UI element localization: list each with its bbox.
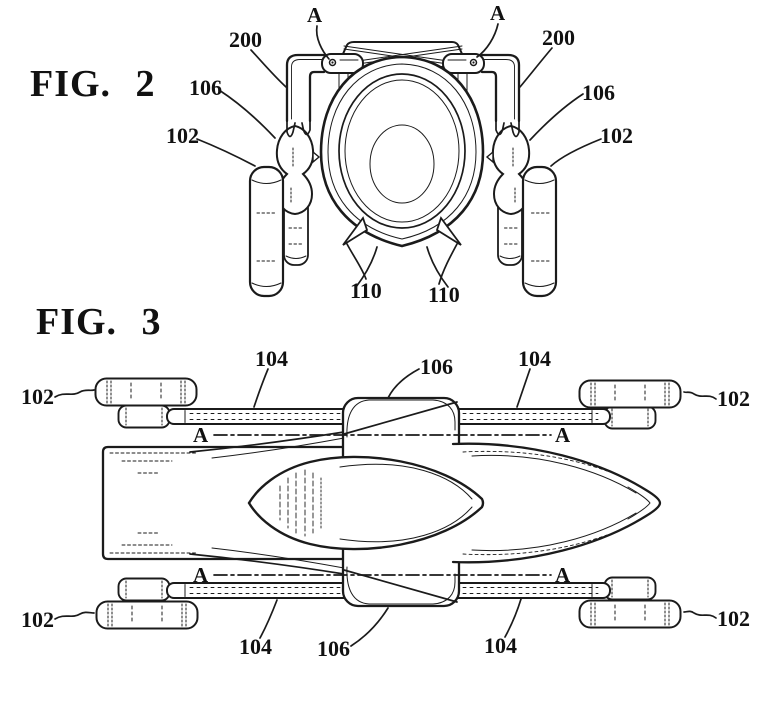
fig3-section-a-bottom-right: A: [555, 563, 571, 587]
fig3-section-a-bottom-left: A: [193, 563, 209, 587]
left-fin: [342, 216, 369, 246]
figure-3: FIG. 3: [21, 301, 750, 661]
leader-a-left: [315, 25, 330, 60]
mount-bottom-flap: [346, 566, 456, 605]
suspension-bracket: [275, 124, 321, 216]
fig3-ref-104-top-right: 104: [518, 346, 551, 371]
gunwale-sweep-bottom: [189, 553, 345, 575]
wheel-bottom-right: [578, 599, 682, 629]
fig3-labels: 102 102 102 102 104 104 104 104 106 106 …: [21, 346, 750, 661]
fig3-ref-106-bottom: 106: [317, 636, 350, 661]
leader-106-right: [529, 93, 584, 141]
leader-104-bottom-right: [504, 598, 522, 638]
hull-cowl-outer: [338, 73, 466, 229]
leader-106-top: [387, 368, 420, 399]
mount-rear-left: [117, 577, 171, 602]
leader-200-left: [250, 49, 287, 88]
fig2-fins: [342, 216, 462, 288]
seat-inner-arcs: [339, 463, 473, 543]
fig2-ref-110-left: 110: [350, 278, 382, 303]
fig2-ref-200-right: 200: [542, 25, 575, 50]
fig3-ref-106-top: 106: [420, 354, 453, 379]
leader-102-right: [550, 138, 602, 167]
fig3-section-a-top-right: A: [555, 423, 571, 447]
mount-rear-right: [603, 576, 657, 601]
fig2-leader-lines: [196, 23, 602, 285]
fig3-ref-102-top-left: 102: [21, 384, 54, 409]
fig2-ref-110-right: 110: [428, 282, 460, 307]
leader-110-right: [438, 243, 458, 285]
pivot-lug: [321, 53, 364, 74]
fig2-labels: A A 200 200 106 106 102 102 110 110: [166, 1, 633, 307]
fig3-ref-102-bottom-right: 102: [717, 606, 750, 631]
fig3-ref-104-bottom-left: 104: [239, 634, 272, 659]
fig3-ref-102-bottom-left: 102: [21, 607, 54, 632]
mount-front-right: [603, 405, 657, 430]
hull-rim: [327, 63, 477, 240]
leader-a-right: [476, 23, 499, 58]
fig2-ref-102-left: 102: [166, 123, 199, 148]
fig2-ref-200-left: 200: [229, 27, 262, 52]
fig2-section-a-left: A: [307, 3, 323, 27]
fig3-ref-102-top-right: 102: [717, 386, 750, 411]
hull-center-detail: [369, 124, 435, 204]
fig2-section-a-right: A: [490, 1, 506, 25]
lower-hull-neck: [355, 246, 449, 288]
hull-cowl-inner: [344, 79, 460, 223]
wheel-bottom-left: [95, 600, 199, 630]
wheel-top-right: [578, 379, 682, 409]
bow-inner-arcs: [471, 454, 637, 552]
fig3-title: FIG. 3: [36, 301, 162, 343]
stern-detail-lines: [109, 452, 197, 554]
stern-outline: [101, 445, 347, 561]
leader-104-bottom-left: [259, 599, 278, 639]
leader-106-bottom: [350, 607, 389, 647]
fig3-section-a-top-left: A: [193, 423, 209, 447]
mount-front-left: [117, 404, 171, 429]
fig3-section-lines: [213, 434, 552, 576]
leader-104-top-left: [253, 368, 269, 408]
leader-102-left: [196, 138, 256, 167]
seat-hatching: [279, 469, 314, 537]
bow-outline: [451, 442, 662, 564]
mount-top-flap: [346, 399, 456, 438]
fig3-bow: [451, 442, 662, 564]
hull-outline: [319, 55, 485, 248]
leader-102-bottom-right: [683, 610, 717, 619]
fig2-left-wheel-assembly: [248, 53, 364, 298]
seat-outline: [247, 455, 485, 551]
front-wheel: [248, 165, 285, 298]
fig3-ref-104-top-left: 104: [255, 346, 288, 371]
fig2-ref-102-right: 102: [600, 123, 633, 148]
leader-110-left: [346, 243, 367, 280]
fig3-ref-104-bottom-right: 104: [484, 633, 517, 658]
wheel-top-left: [94, 377, 198, 407]
leader-104-top-right: [516, 368, 531, 408]
right-fin: [435, 216, 462, 246]
fig3-seat: [247, 455, 485, 551]
folding-arm: [285, 53, 326, 138]
leader-200-right: [519, 47, 553, 88]
leader-102-top-left: [54, 389, 95, 398]
fig2-hull: [319, 55, 485, 248]
fig2-title: FIG. 2: [30, 63, 156, 105]
leader-102-bottom-left: [54, 611, 95, 620]
figure-2: FIG. 2: [30, 1, 633, 307]
fig2-ref-106-right: 106: [582, 80, 615, 105]
fig2-ref-106-left: 106: [189, 75, 222, 100]
fig3-leader-lines: [54, 368, 717, 647]
leader-106-left: [218, 89, 276, 139]
leader-102-top-right: [683, 391, 717, 400]
